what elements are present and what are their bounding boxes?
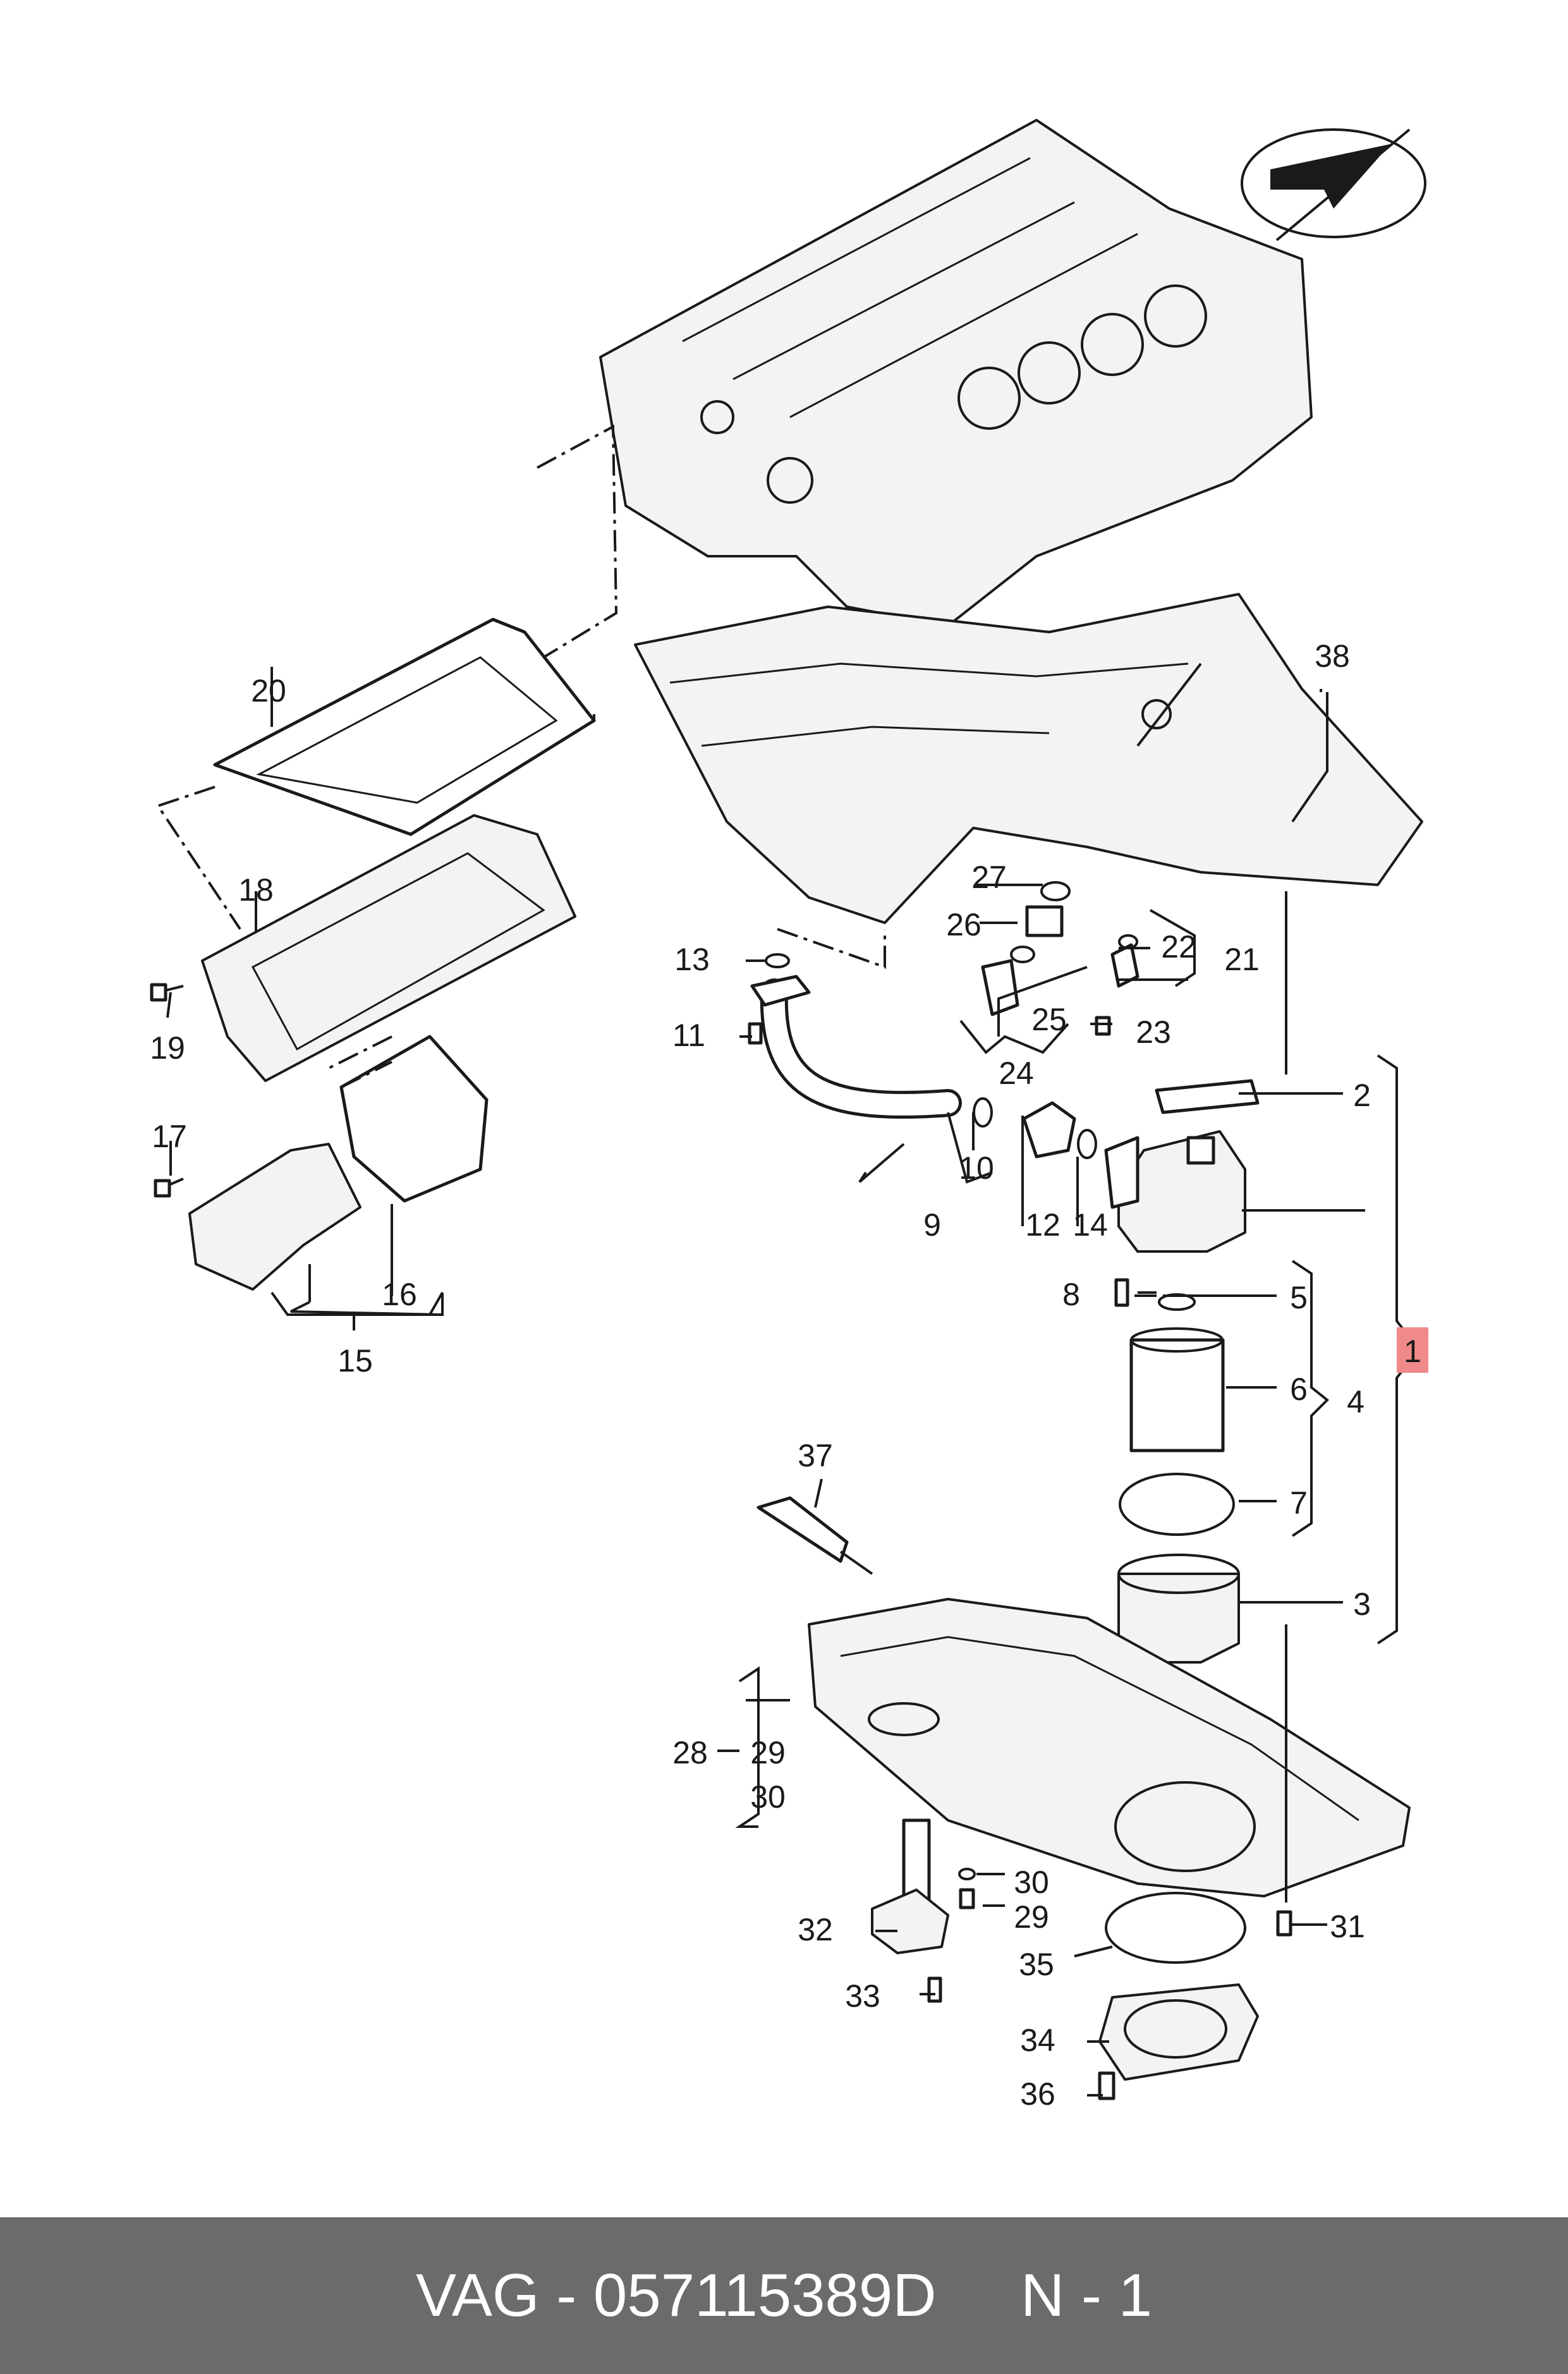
callout-5: 5 [1290, 1280, 1308, 1315]
part-28-oil-pan [808, 1598, 1411, 1897]
callout-24: 24 [999, 1056, 1034, 1091]
engine-block [599, 119, 1313, 627]
callout-labels: 1 2 3 4 5 6 7 8 9 10 11 12 13 14 15 16 1… [150, 638, 1428, 2112]
callout-33: 33 [845, 1978, 880, 2014]
callout-30-b: 30 [1014, 1865, 1049, 1900]
callout-32: 32 [798, 1912, 833, 1947]
callout-16: 16 [382, 1277, 417, 1312]
bolts-left [150, 983, 184, 1198]
small-parts [748, 881, 1140, 1159]
callout-35: 35 [1019, 1947, 1054, 1982]
callout-37: 37 [798, 1438, 833, 1473]
callout-8: 8 [1062, 1277, 1080, 1312]
callout-28: 28 [672, 1735, 708, 1770]
part-1-oil-filter-housing [1104, 1079, 1260, 1253]
footer-part-code: VAG - 057115389D [415, 2261, 937, 2329]
callout-6: 6 [1290, 1372, 1308, 1407]
callout-30-a: 30 [750, 1779, 786, 1815]
callout-7: 7 [1290, 1485, 1308, 1521]
callout-29-a: 29 [750, 1735, 786, 1770]
callout-29-b: 29 [1014, 1899, 1049, 1935]
callout-25: 25 [1031, 1002, 1067, 1037]
callout-13: 13 [674, 942, 710, 977]
callout-10: 10 [959, 1150, 994, 1186]
part-16-gasket [339, 1035, 489, 1203]
callout-4: 4 [1347, 1384, 1364, 1420]
lower-crankcase [634, 593, 1423, 924]
plane-direction-logo-icon [1241, 128, 1426, 241]
part-15-cover [188, 1143, 362, 1291]
part-35-seal-34-cover [958, 1868, 1292, 2100]
callout-27: 27 [971, 860, 1007, 895]
callout-11: 11 [672, 1018, 705, 1053]
part-32-oil-pump-pickup [871, 1818, 949, 2003]
filter-stack [1114, 1278, 1240, 1664]
callout-31: 31 [1330, 1909, 1365, 1944]
part-9-oil-pipe [750, 975, 962, 1119]
callout-9: 9 [923, 1207, 941, 1243]
footer-bar: VAG - 057115389D N - 1 [0, 2217, 1568, 2374]
callout-15: 15 [337, 1343, 373, 1379]
callout-21: 21 [1224, 942, 1260, 977]
leader-lines [166, 667, 1421, 2097]
part-20-gasket [213, 618, 596, 836]
footer-spacer [937, 2261, 1021, 2330]
callout-19: 19 [150, 1030, 185, 1066]
callout-3: 3 [1353, 1586, 1371, 1622]
callout-36: 36 [1020, 2076, 1055, 2112]
callout-38: 38 [1315, 638, 1350, 674]
callout-23: 23 [1136, 1014, 1171, 1050]
callout-1-highlight [1397, 1327, 1428, 1373]
callout-20: 20 [251, 673, 286, 709]
footer-position: N - 1 [1020, 2261, 1153, 2329]
callout-14: 14 [1073, 1207, 1108, 1243]
callout-1: 1 [1404, 1334, 1421, 1369]
callout-34: 34 [1020, 2023, 1055, 2058]
callout-18: 18 [238, 872, 274, 908]
exploded-parts-diagram: 1 2 3 4 5 6 7 8 9 10 11 12 13 14 15 16 1… [150, 119, 1428, 2112]
callout-26: 26 [946, 907, 982, 942]
part-37-sealant-tube [757, 1496, 873, 1575]
callout-17: 17 [152, 1119, 187, 1154]
callout-22: 22 [1161, 929, 1196, 965]
callout-2: 2 [1353, 1078, 1371, 1113]
callout-12: 12 [1025, 1207, 1061, 1243]
part-18-cover [201, 814, 576, 1082]
